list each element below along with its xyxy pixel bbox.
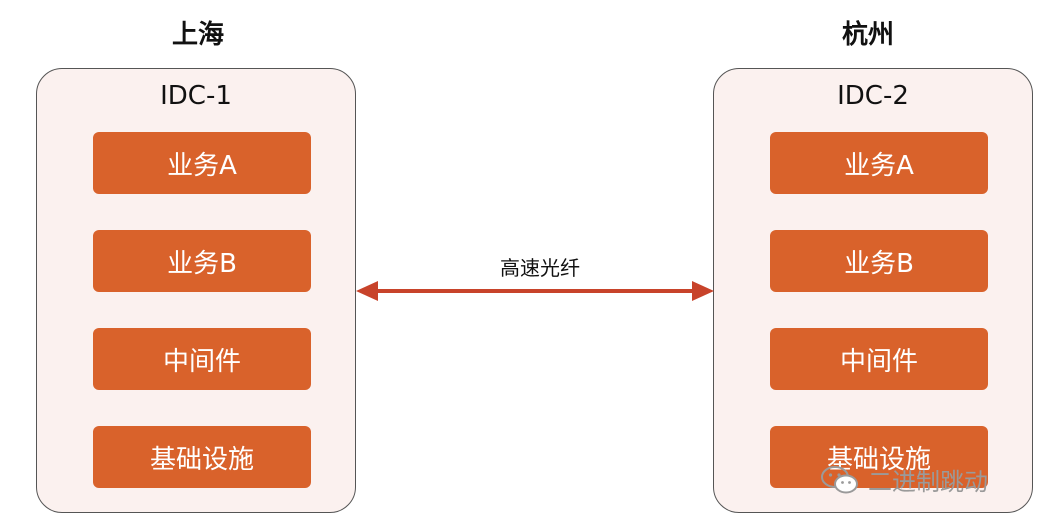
idc-panel-2: IDC-2 业务A 业务B 中间件 基础设施 — [713, 68, 1033, 513]
bidirectional-arrow — [356, 281, 714, 301]
idc-panel-1: IDC-1 业务A 业务B 中间件 基础设施 — [36, 68, 356, 513]
watermark-text: 二进制跳动 — [868, 468, 988, 496]
wechat-icon — [821, 465, 858, 493]
layer-box-infrastructure: 基础设施 — [770, 426, 988, 488]
arrow-head-left — [356, 281, 378, 301]
city-label-hangzhou: 杭州 — [841, 20, 894, 50]
watermark: 二进制跳动 — [820, 462, 988, 497]
layer-box-middleware: 中间件 — [93, 328, 311, 390]
city-label-shanghai: 上海 — [171, 20, 224, 50]
layer-box-business-a: 业务A — [93, 132, 311, 194]
idc-title: IDC-1 — [160, 81, 232, 111]
layer-box-middleware: 中间件 — [770, 328, 988, 390]
link-label: 高速光纤 — [500, 256, 580, 280]
layer-box-infrastructure: 基础设施 — [93, 426, 311, 488]
layer-box-business-b: 业务B — [770, 230, 988, 292]
layer-box-business-a: 业务A — [770, 132, 988, 194]
idc-title: IDC-2 — [837, 81, 909, 111]
layer-box-business-b: 业务B — [93, 230, 311, 292]
arrow-head-right — [692, 281, 714, 301]
